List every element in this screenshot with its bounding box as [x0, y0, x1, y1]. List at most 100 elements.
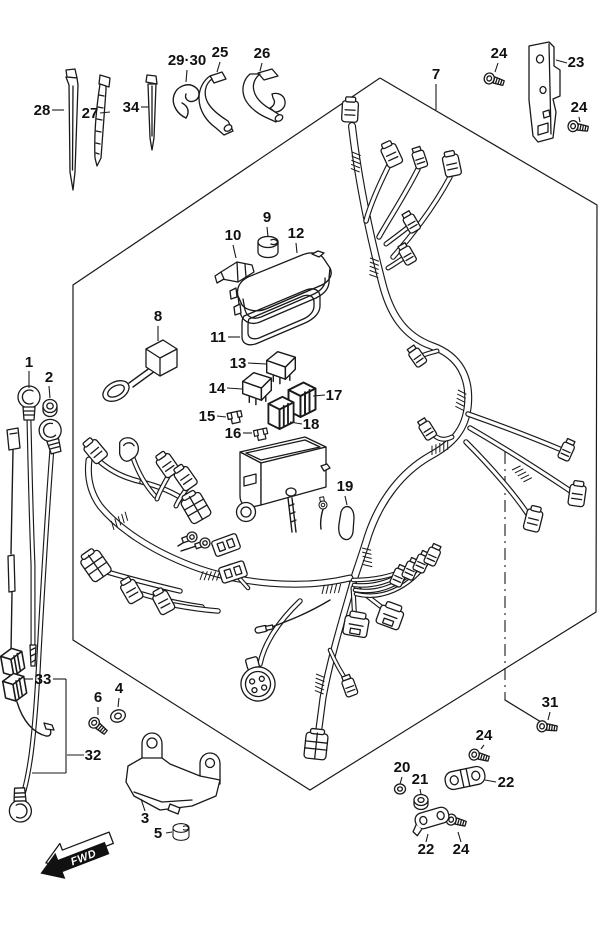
fuse-18	[267, 395, 295, 430]
connector	[303, 727, 330, 761]
sensor-8	[102, 339, 178, 402]
bracket-22-lower	[412, 806, 450, 837]
part-label-28: 28	[34, 102, 51, 119]
callout-leader-24	[457, 831, 462, 843]
grommet-5	[172, 823, 190, 841]
callout-leader-31	[547, 711, 551, 721]
gasket-11	[241, 288, 321, 346]
callout-leader-25	[216, 61, 221, 73]
callout-leader-4	[117, 697, 120, 708]
callout-leader-13	[247, 362, 267, 365]
nut-21	[413, 793, 429, 811]
wire-clip-29-30	[172, 84, 200, 119]
callout-leader-9	[266, 226, 269, 238]
callout-leader-15	[216, 415, 227, 418]
callout-leader-2	[48, 385, 51, 399]
connector	[210, 532, 242, 558]
ring-terminal	[17, 385, 41, 421]
callout-leader-21	[419, 788, 422, 795]
fuse-15	[226, 410, 244, 425]
callout-leader-14	[226, 387, 243, 390]
part-label-22: 22	[418, 841, 435, 858]
center-axis-line	[504, 452, 542, 723]
part-label-1: 1	[25, 354, 33, 371]
connector	[115, 434, 142, 464]
part-label-24: 24	[476, 727, 493, 744]
fwd-arrow: FWD	[40, 831, 115, 879]
part-label-4: 4	[115, 680, 124, 697]
part-label-26: 26	[254, 45, 271, 62]
callout-leader-3	[140, 798, 146, 812]
boot-19	[338, 505, 355, 541]
callout-leader-17	[312, 394, 326, 397]
part-label-2: 2	[45, 369, 53, 386]
callout-leader-29·30	[185, 69, 188, 83]
callout-leader-19	[344, 495, 348, 506]
part-label-32: 32	[85, 747, 102, 764]
callout-leader-24	[480, 744, 485, 750]
callout-leader-5	[165, 831, 173, 834]
screw-6	[86, 714, 110, 738]
fuse-16	[252, 427, 270, 442]
connector	[556, 437, 578, 463]
callout-leader-22	[425, 833, 429, 843]
callout-leader-26	[259, 62, 263, 72]
part-label-20: 20	[394, 759, 411, 776]
terminal	[180, 529, 200, 546]
terminal	[317, 495, 329, 511]
main-wiring-harness	[84, 122, 575, 740]
callout-leader-24	[494, 62, 499, 73]
connector	[76, 545, 114, 584]
connector	[567, 479, 588, 508]
relay-14	[241, 371, 273, 406]
part-label-10: 10	[225, 227, 242, 244]
fuse-box-body	[235, 436, 331, 533]
part-label-24: 24	[571, 99, 588, 116]
part-label-25: 25	[212, 44, 229, 61]
harness-tape-marks	[107, 150, 535, 696]
part-label-3: 3	[141, 810, 149, 827]
part-label-11: 11	[210, 329, 226, 346]
ring-terminal	[36, 416, 68, 457]
part-label-33: 33	[35, 671, 52, 688]
harness-outline-boundary	[72, 77, 598, 791]
part-label-34: 34	[123, 99, 140, 116]
connector	[422, 542, 444, 568]
part-label-8: 8	[154, 308, 162, 325]
connector	[339, 673, 360, 699]
cable-tie-34	[145, 74, 158, 151]
bracket-22-upper	[444, 765, 486, 791]
part-label-29·30: 29·30	[168, 52, 206, 69]
cable-tie-28	[65, 68, 79, 191]
part-label-6: 6	[94, 689, 102, 706]
cable-tie-27	[94, 74, 111, 167]
bracket-3	[125, 732, 221, 815]
washer-4	[110, 709, 126, 723]
part-label-31: 31	[542, 694, 559, 711]
part-label-14: 14	[209, 380, 226, 397]
connector	[440, 149, 463, 179]
connector	[340, 95, 360, 124]
battery-cables	[7, 385, 68, 824]
part-label-7: 7	[432, 66, 440, 83]
part-label-23: 23	[568, 54, 585, 71]
connector	[415, 416, 438, 442]
connector	[404, 343, 429, 369]
ring-terminal	[7, 786, 33, 824]
part-label-12: 12	[288, 225, 305, 242]
bolt-31	[535, 719, 559, 735]
callout-leader-22	[484, 779, 497, 783]
connector	[233, 652, 280, 706]
part-label-24: 24	[491, 45, 508, 62]
wire-clamp-26	[242, 68, 286, 123]
battery-nut	[42, 398, 58, 418]
connector	[409, 145, 429, 171]
bracket-23	[528, 41, 561, 143]
callout-leader-18	[289, 421, 303, 425]
part-label-22: 22	[498, 774, 515, 791]
part-label-18: 18	[303, 416, 320, 433]
connector	[377, 138, 405, 170]
part-label-17: 17	[326, 387, 343, 404]
